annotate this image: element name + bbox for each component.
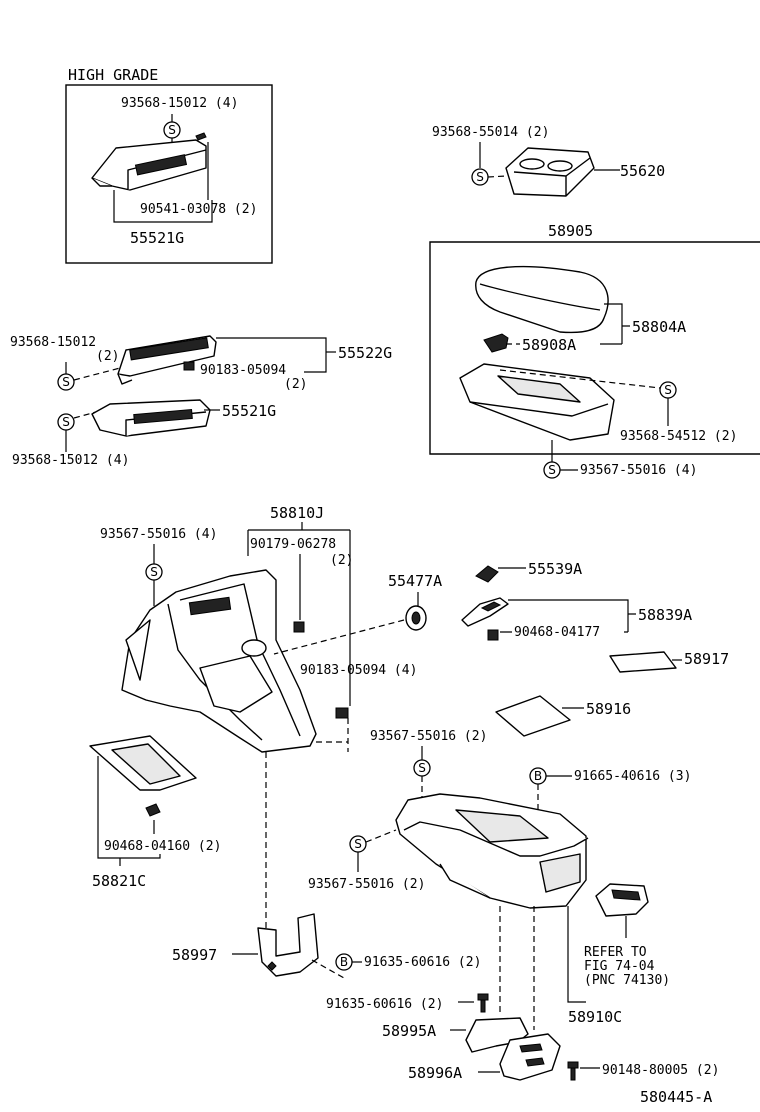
label-93568-15012-top: 93568-15012 (4) — [121, 96, 238, 111]
screw-symbol-icon: S — [163, 121, 181, 139]
part-switch-reference — [595, 883, 649, 917]
label-93567-55016-a: 93567-55016 (4) — [580, 463, 697, 478]
label-93568-15012-left-qty: (2) — [96, 349, 119, 364]
screw-icon — [195, 132, 207, 141]
screw-symbol-icon: S — [471, 168, 489, 186]
label-58810j: 58810J — [270, 504, 324, 522]
svg-text:S: S — [418, 761, 426, 775]
label-58908a: 58908A — [522, 336, 576, 354]
high-grade-box — [65, 84, 273, 264]
label-90468-04160: 90468-04160 (2) — [104, 839, 221, 854]
svg-text:S: S — [168, 123, 176, 137]
bolt-symbol-icon: B — [529, 767, 547, 785]
bolt-symbol-icon: B — [335, 953, 353, 971]
label-58804a: 58804A — [632, 318, 686, 336]
part-58910c-rear-console — [395, 793, 589, 909]
label-91665-40616: 91665-40616 (3) — [574, 769, 691, 784]
svg-text:B: B — [534, 769, 542, 783]
part-55522g — [117, 335, 217, 385]
svg-text:S: S — [62, 375, 70, 389]
label-58821c: 58821C — [92, 872, 146, 890]
label-58910c: 58910C — [568, 1008, 622, 1026]
label-93568-55014: 93568-55014 (2) — [432, 125, 549, 140]
label-91635-60616-b: 91635-60616 (2) — [326, 997, 443, 1012]
clip-icon — [293, 621, 305, 633]
label-90468-04177: 90468-04177 — [514, 625, 600, 640]
part-armrest-base — [459, 363, 615, 441]
label-93568-15012-bottom: 93568-15012 (4) — [12, 453, 129, 468]
label-55521g-top: 55521G — [130, 229, 184, 247]
label-refer-to: REFER TO — [584, 945, 647, 960]
label-91635-60616-a: 91635-60616 (2) — [364, 955, 481, 970]
svg-text:S: S — [664, 383, 672, 397]
screw-symbol-icon: S — [659, 381, 677, 399]
clip-icon — [487, 629, 499, 641]
part-55539a — [475, 565, 499, 583]
part-58996a-bracket — [499, 1033, 561, 1081]
svg-text:S: S — [354, 837, 362, 851]
svg-text:S: S — [62, 415, 70, 429]
label-90179-06278-qty: (2) — [330, 553, 353, 568]
label-90179-06278: 90179-06278 — [250, 537, 336, 552]
label-55521g-mid: 55521G — [222, 402, 276, 420]
label-58905: 58905 — [548, 222, 593, 240]
label-58996a: 58996A — [408, 1064, 462, 1082]
part-58810j-console — [121, 569, 317, 753]
part-58839a — [461, 597, 509, 627]
screw-symbol-icon: S — [57, 413, 75, 431]
clip-icon — [183, 361, 195, 371]
label-90183-05094-mid: 90183-05094 — [200, 363, 286, 378]
screw-symbol-icon: S — [145, 563, 163, 581]
label-58839a: 58839A — [638, 606, 692, 624]
svg-text:S: S — [476, 170, 484, 184]
part-58804a-lid — [475, 265, 609, 334]
part-55477a-ring — [405, 605, 427, 631]
label-58995a: 58995A — [382, 1022, 436, 1040]
bolt-icon — [567, 1061, 579, 1081]
label-55620: 55620 — [620, 162, 665, 180]
screw-symbol-icon: S — [543, 461, 561, 479]
label-58997: 58997 — [172, 946, 217, 964]
diagram-id: 580445-A — [640, 1088, 712, 1106]
screw-symbol-icon: S — [57, 373, 75, 391]
label-93567-55016-b: 93567-55016 (4) — [100, 527, 217, 542]
part-58917-mat — [609, 651, 677, 673]
svg-text:B: B — [340, 955, 348, 969]
part-58997-bracket — [257, 913, 319, 977]
label-93567-55016-d: 93567-55016 (2) — [308, 877, 425, 892]
clip-icon — [145, 803, 161, 817]
label-55477a: 55477A — [388, 572, 442, 590]
label-90541-03078: 90541-03078 (2) — [140, 202, 257, 217]
part-55620 — [505, 147, 595, 197]
label-90183-05094-4: 90183-05094 (4) — [300, 663, 417, 678]
hinge-icon — [483, 333, 509, 353]
part-55521g-high-grade — [91, 139, 207, 191]
svg-text:S: S — [548, 463, 556, 477]
part-58916-mat — [495, 695, 571, 737]
label-55539a: 55539A — [528, 560, 582, 578]
screw-symbol-icon: S — [349, 835, 367, 853]
label-58917: 58917 — [684, 650, 729, 668]
svg-text:S: S — [150, 565, 158, 579]
label-93567-55016-c: 93567-55016 (2) — [370, 729, 487, 744]
high-grade-label: HIGH GRADE — [68, 66, 158, 84]
label-58916: 58916 — [586, 700, 631, 718]
part-55521g-mid — [91, 399, 211, 437]
label-refer-pnc: (PNC 74130) — [584, 973, 670, 988]
bolt-icon — [477, 993, 489, 1013]
clip-icon — [335, 707, 349, 719]
screw-symbol-icon: S — [413, 759, 431, 777]
label-93568-15012-left: 93568-15012 — [10, 335, 96, 350]
label-90183-05094-mid-qty: (2) — [284, 377, 307, 392]
label-93568-54512: 93568-54512 (2) — [620, 429, 737, 444]
label-refer-fig: FIG 74-04 — [584, 959, 655, 974]
armrest-box — [429, 241, 760, 455]
part-58821c-bezel — [89, 735, 197, 791]
label-90148-80005: 90148-80005 (2) — [602, 1063, 719, 1078]
label-55522g: 55522G — [338, 344, 392, 362]
